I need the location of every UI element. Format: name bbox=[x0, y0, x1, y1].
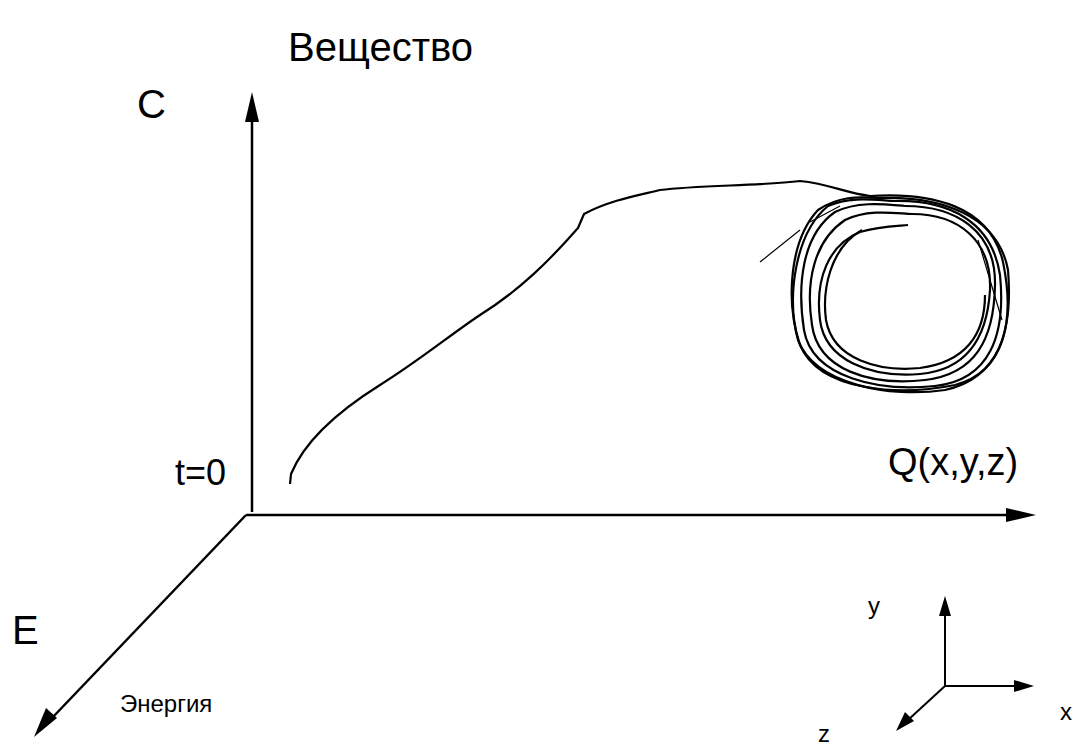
q-axis bbox=[246, 514, 1012, 517]
triad-label: z bbox=[818, 722, 830, 746]
limit-cycle bbox=[801, 201, 1001, 387]
triad-y bbox=[944, 612, 946, 686]
arrowhead bbox=[939, 596, 951, 616]
axis-title: Вещество bbox=[288, 27, 473, 67]
axis-label: Q(x,y,z) bbox=[888, 443, 1018, 481]
triad-label: y bbox=[868, 594, 880, 618]
trajectory-curve bbox=[290, 181, 870, 484]
limit-cycle bbox=[810, 206, 995, 381]
arrowhead bbox=[1014, 680, 1034, 692]
arrowhead bbox=[896, 712, 914, 731]
arrowhead bbox=[245, 92, 259, 122]
time-label: t=0 bbox=[175, 455, 226, 491]
triad-x bbox=[945, 685, 1018, 687]
axis-letter: E bbox=[12, 610, 39, 650]
limit-cycle bbox=[793, 198, 1009, 392]
trajectory bbox=[290, 181, 1009, 484]
trajectory-spike bbox=[760, 206, 1002, 320]
arrowhead bbox=[1006, 508, 1036, 522]
e-axis bbox=[52, 515, 246, 718]
triad-z bbox=[908, 686, 945, 720]
limit-cycle bbox=[825, 230, 985, 369]
limit-cycle bbox=[792, 195, 1008, 390]
axis-title: Энергия bbox=[120, 692, 212, 716]
c-axis bbox=[251, 112, 254, 512]
arrowhead bbox=[34, 708, 57, 737]
triad-arrowheads bbox=[896, 596, 1034, 731]
triad-label: x bbox=[1060, 700, 1072, 724]
main-axes bbox=[52, 112, 1012, 718]
axis-arrowheads bbox=[34, 92, 1036, 737]
limit-cycle bbox=[819, 214, 990, 375]
axis-letter: C bbox=[137, 84, 166, 124]
small-triad bbox=[908, 612, 1018, 720]
